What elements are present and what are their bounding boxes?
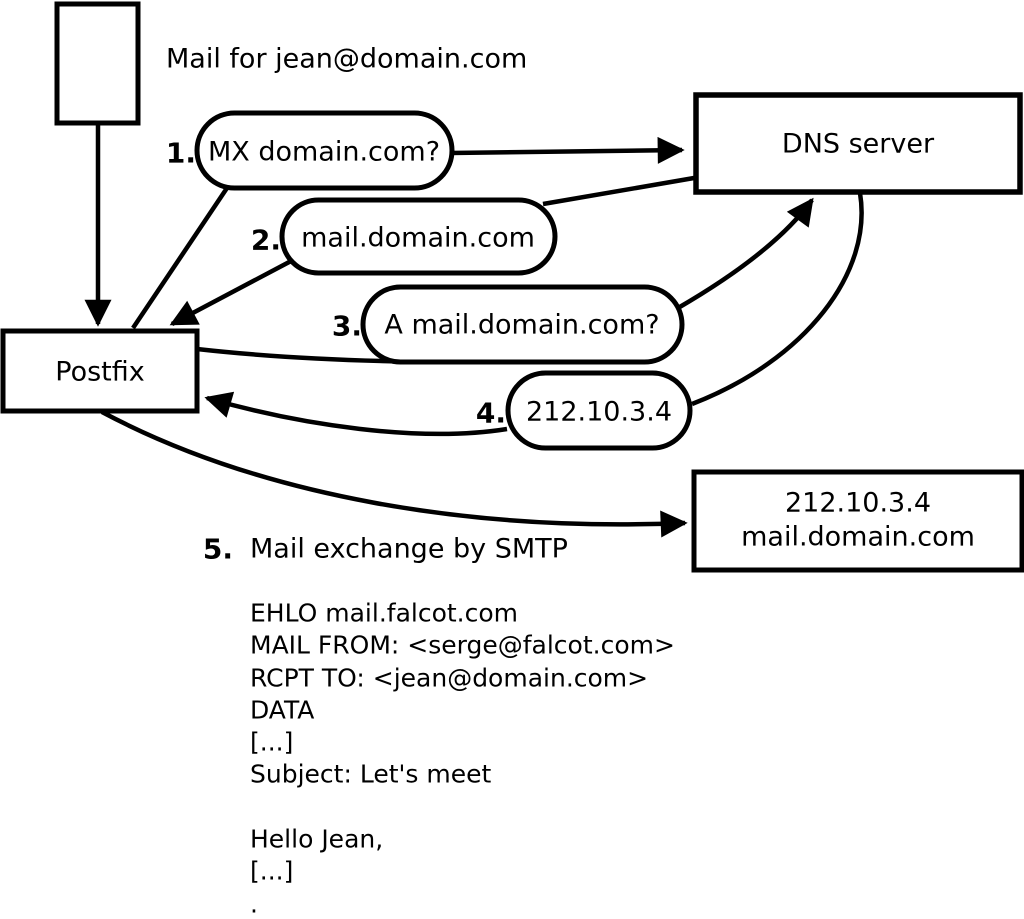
pill-mx-query	[194, 110, 455, 191]
mail-server-host-label: mail.domain.com	[741, 522, 975, 553]
arrow-mx-query-to-dns	[449, 136, 685, 164]
pill-a-query-label: A mail.domain.com?	[384, 310, 659, 341]
pill-mx-reply	[279, 197, 558, 276]
postfix-label: Postfix	[55, 357, 144, 388]
smtp-line: [...]	[250, 728, 293, 757]
arrow-mx-reply-to-postfix	[169, 258, 295, 326]
arrow-postfix-to-mail-server	[100, 410, 688, 538]
smtp-line: Subject: Let's meet	[250, 760, 491, 789]
pill-a-reply	[505, 370, 693, 451]
smtp-line: [...]	[250, 857, 293, 886]
line-dns-to-mx-reply	[542, 175, 695, 207]
smtp-line: DATA	[250, 696, 314, 725]
envelope-box	[54, 1, 141, 126]
smtp-line: RCPT TO: <jean@domain.com>	[250, 664, 648, 693]
dns-server-label: DNS server	[782, 129, 935, 160]
step-4-number: 4.	[476, 397, 506, 430]
pill-a-reply-label: 212.10.3.4	[526, 397, 672, 428]
pill-mx-reply-label: mail.domain.com	[301, 223, 535, 254]
arrow-a-reply-to-postfix	[204, 391, 508, 437]
arrow-a-query-to-dns	[676, 197, 814, 310]
smtp-session-block: EHLO mail.falcot.com MAIL FROM: <serge@f…	[250, 599, 675, 919]
mail-server-box	[691, 469, 1024, 573]
step-5-number: 5.	[203, 533, 233, 566]
line-dns-to-a-reply	[691, 192, 864, 407]
step-1-number: 1.	[166, 137, 196, 170]
smtp-line: MAIL FROM: <serge@falcot.com>	[250, 631, 675, 660]
pill-mx-query-label: MX domain.com?	[208, 137, 440, 168]
mail-for-annotation: Mail for jean@domain.com	[166, 44, 527, 75]
dns-server-box	[693, 92, 1023, 195]
smtp-line: .	[250, 890, 258, 919]
mail-server-ip-label: 212.10.3.4	[785, 488, 931, 519]
postfix-box	[0, 328, 200, 414]
step-3-number: 3.	[332, 310, 362, 343]
pill-a-query	[360, 284, 685, 365]
smtp-line: Hello Jean,	[250, 825, 383, 854]
step-2-number: 2.	[251, 224, 281, 257]
smtp-line: EHLO mail.falcot.com	[250, 599, 518, 628]
step-5-label: Mail exchange by SMTP	[250, 534, 568, 565]
line-postfix-to-mx-query	[131, 186, 229, 330]
